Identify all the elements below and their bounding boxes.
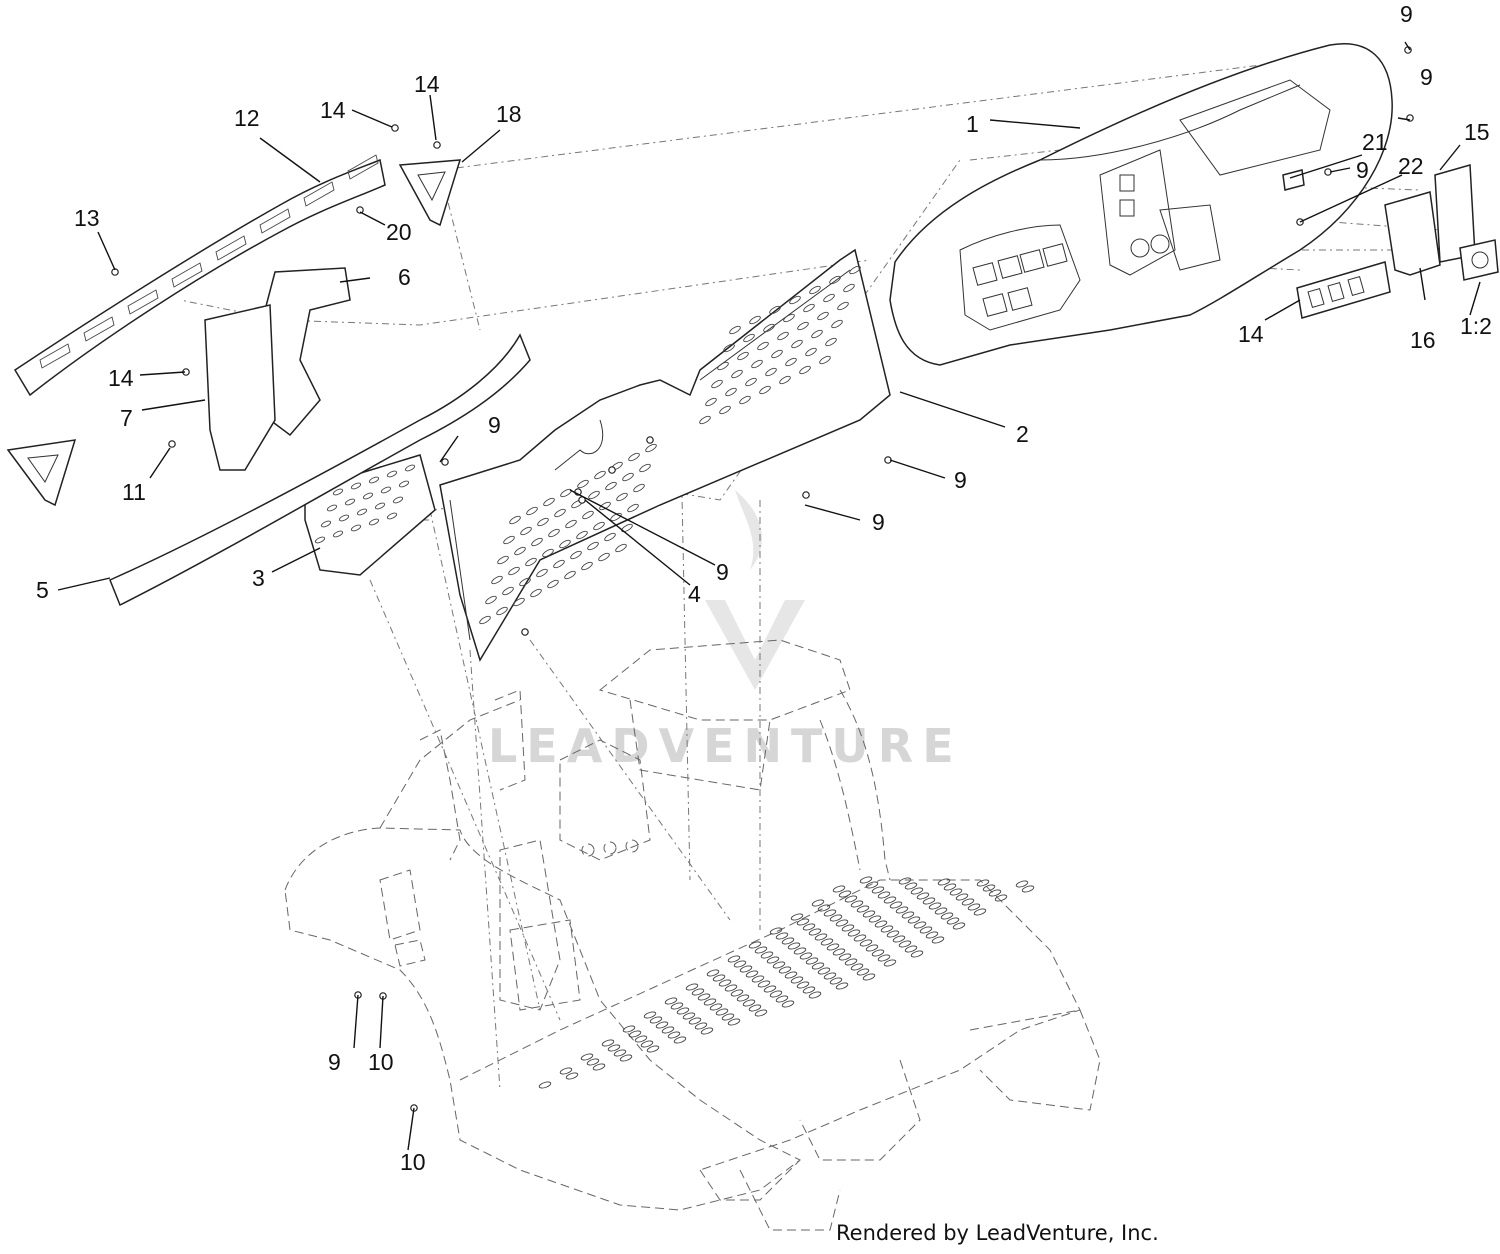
watermark-text: LEADVENTURE xyxy=(488,719,963,773)
callout-22: 21 xyxy=(1362,129,1388,155)
part-13-ribs xyxy=(39,154,379,369)
callout-9-right: 9 xyxy=(1356,157,1369,183)
callout-1: 1 xyxy=(966,111,979,137)
callout-12: 11 xyxy=(122,479,146,505)
leadventure-watermark: LEADVENTURE xyxy=(488,490,963,773)
fastener-dot xyxy=(521,628,529,636)
fastener-dot xyxy=(441,458,449,466)
callout-14-top-b: 14 xyxy=(414,71,440,97)
part-1-2-plate xyxy=(1384,191,1441,276)
callout-4: 4 xyxy=(688,581,701,607)
callout-16: 15 xyxy=(1464,119,1490,145)
callout-20: 18 xyxy=(496,101,522,127)
callout-10-upper: 9 xyxy=(328,1049,341,1075)
callout-9-upper-right: 9 xyxy=(1420,64,1433,90)
fastener-dot xyxy=(168,440,176,448)
callout-6: 6 xyxy=(398,264,411,290)
callout-9-pin: 9 xyxy=(872,509,885,535)
fastener-dot xyxy=(433,141,441,149)
loose-triangle-bracket xyxy=(6,439,77,507)
part-18-cap xyxy=(1459,239,1499,281)
callout-9-panel-top: 9 xyxy=(488,412,501,438)
callout-14-left: 13 xyxy=(74,205,100,231)
callout-13: 12 xyxy=(234,105,260,131)
part-2-tread xyxy=(479,265,861,625)
callout-labels: 1 2 3 4 5 6 7 9 9 9 9 9 9 9 10 9 10 11 1… xyxy=(36,1,1492,1175)
render-credit: Rendered by LeadVenture, Inc. xyxy=(836,1221,1159,1245)
callout-2: 2 xyxy=(1016,421,1029,447)
part-5-rail xyxy=(109,333,531,607)
fastener-dot xyxy=(356,206,364,214)
floor-tread-pattern xyxy=(538,876,1035,1089)
callout-10-lower: 10 xyxy=(400,1149,426,1175)
callout-18: 1:2 xyxy=(1460,313,1492,339)
callout-9-top: 9 xyxy=(1400,1,1413,27)
callout-5: 5 xyxy=(36,577,49,603)
callout-1-2: 16 xyxy=(1410,327,1436,353)
callout-23: 22 xyxy=(1398,153,1424,179)
part-15-switch-plate xyxy=(1296,261,1391,319)
fastener-dot xyxy=(802,491,810,499)
callout-9-panel-right: 9 xyxy=(954,467,967,493)
leader-lines xyxy=(57,41,1481,1151)
part-3-tread xyxy=(314,464,416,544)
callout-15: 14 xyxy=(1238,321,1264,347)
part-6-bracket xyxy=(264,267,351,437)
callout-14-top-a: 14 xyxy=(320,97,346,123)
part-13-trim xyxy=(13,158,386,397)
part-1-dash-panel xyxy=(889,43,1393,366)
callout-21: 20 xyxy=(386,219,412,245)
callout-7: 7 xyxy=(120,405,133,431)
callout-3: 3 xyxy=(252,565,265,591)
part-7-bracket xyxy=(204,304,276,471)
fastener-dot xyxy=(646,436,654,444)
vehicle-body-phantom xyxy=(284,639,1101,1231)
fastener-dot xyxy=(608,466,616,474)
callout-14-mid: 14 xyxy=(108,365,134,391)
callout-9-center: 9 xyxy=(716,559,729,585)
part-20-bracket xyxy=(398,159,462,227)
fastener-dot xyxy=(391,124,399,132)
part-2-main-panel xyxy=(439,248,891,662)
callout-11: 10 xyxy=(368,1049,394,1075)
